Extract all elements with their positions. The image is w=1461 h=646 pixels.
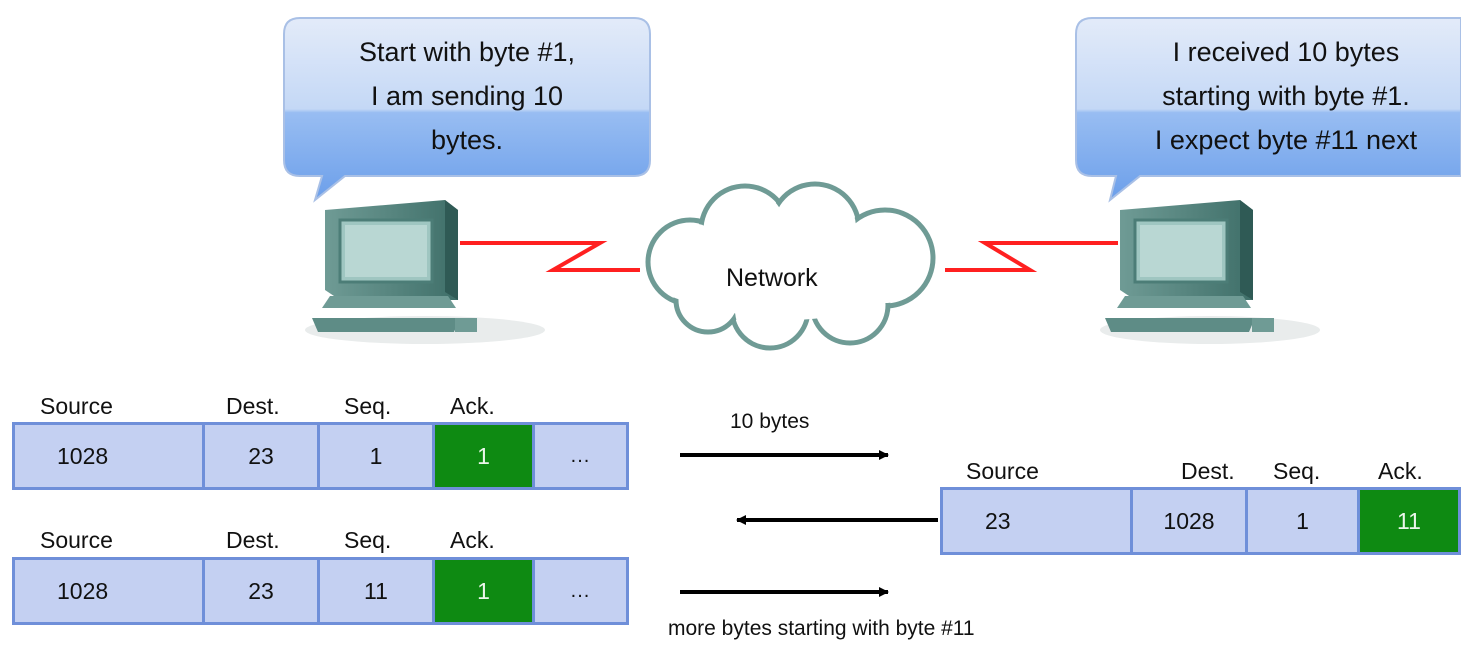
header-ack: Ack.: [450, 393, 495, 419]
caption-more-bytes: more bytes starting with byte #11: [668, 617, 975, 640]
cell-more: ...: [535, 425, 626, 487]
cell-source: 1028: [15, 560, 205, 622]
receiver-link: [945, 241, 1118, 272]
network-cloud-icon: [645, 181, 936, 351]
cell-source: 23: [943, 490, 1133, 552]
header-source: Source: [966, 458, 1039, 484]
receiver-speech-bubble: [1075, 17, 1461, 203]
sender-bubble-text: Start with byte #1, I am sending 10 byte…: [284, 30, 650, 162]
header-ack: Ack.: [450, 527, 495, 553]
cell-dest: 23: [205, 425, 320, 487]
segment-row: 1028 23 11 1 ...: [12, 557, 629, 625]
cell-ack: 1: [435, 425, 535, 487]
receiver-bubble-text: I received 10 bytes starting with byte #…: [1096, 30, 1461, 162]
receiver-bubble-line: starting with byte #1.: [1162, 81, 1410, 111]
cell-dest: 23: [205, 560, 320, 622]
segment-row: 1028 23 1 1 ...: [12, 422, 629, 490]
sender-bubble-line: I am sending 10: [370, 81, 564, 111]
header-ack: Ack.: [1378, 458, 1423, 484]
sender-computer-icon: [305, 200, 545, 344]
segment-row: 23 1028 1 11: [940, 487, 1461, 555]
header-seq: Seq.: [1273, 458, 1321, 484]
caption-10-bytes: 10 bytes: [730, 410, 810, 433]
sender-bubble-line: Start with byte #1,: [358, 37, 576, 67]
cell-ack: 11: [1360, 490, 1458, 552]
cell-more: ...: [535, 560, 626, 622]
receiver-computer-icon: [1100, 200, 1320, 344]
cell-source: 1028: [15, 425, 205, 487]
sender-bubble-line: bytes.: [430, 125, 504, 155]
sender-speech-bubble: [283, 17, 651, 203]
cell-seq: 1: [320, 425, 435, 487]
header-dest: Dest.: [1181, 458, 1235, 484]
cell-dest: 1028: [1133, 490, 1248, 552]
receiver-bubble-line: I received 10 bytes: [1172, 37, 1400, 67]
header-seq: Seq.: [344, 393, 392, 419]
sender-link: [460, 241, 640, 272]
header-source: Source: [40, 527, 113, 553]
network-label: Network: [726, 264, 818, 292]
header-dest: Dest.: [226, 393, 280, 419]
cell-seq: 11: [320, 560, 435, 622]
header-source: Source: [40, 393, 113, 419]
cell-ack: 1: [435, 560, 535, 622]
receiver-bubble-line: I expect byte #11 next: [1154, 125, 1418, 155]
cell-seq: 1: [1248, 490, 1360, 552]
header-dest: Dest.: [226, 527, 280, 553]
header-seq: Seq.: [344, 527, 392, 553]
